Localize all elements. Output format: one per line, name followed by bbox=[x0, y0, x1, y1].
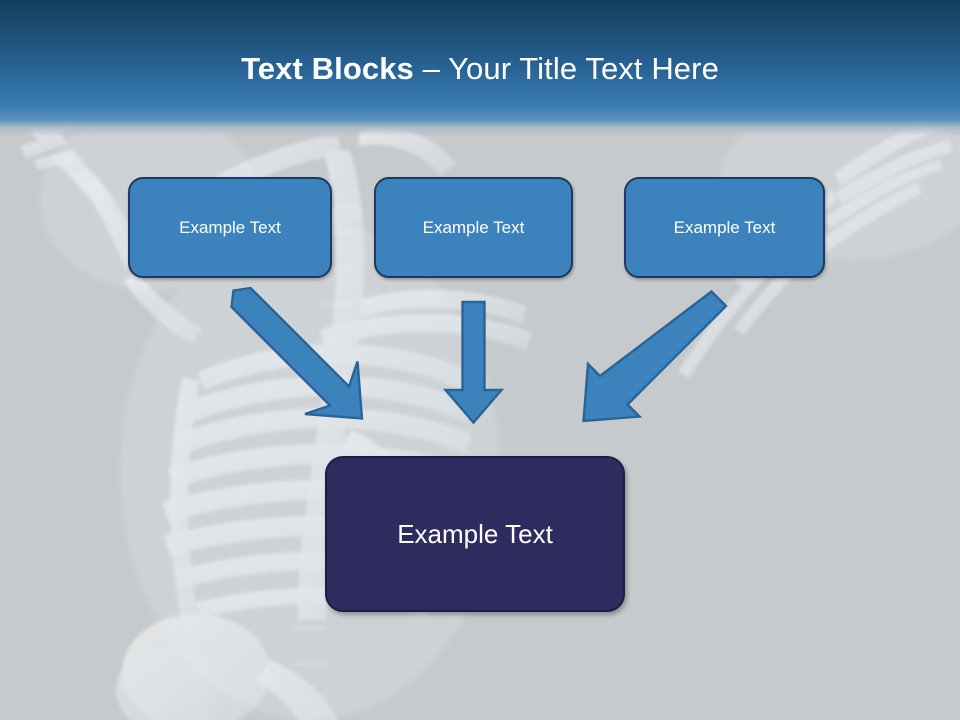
content-box-2-label: Example Text bbox=[422, 217, 525, 237]
arrow-left-diagonal bbox=[230, 286, 364, 420]
slide-title-regular: Your Title Text Here bbox=[448, 51, 719, 86]
pelvis-bones bbox=[116, 614, 338, 720]
slide-title-bold: Text Blocks bbox=[241, 51, 414, 86]
content-box-2[interactable]: Example Text bbox=[374, 177, 573, 278]
slide-title-separator: – bbox=[413, 51, 449, 86]
arrow-middle-straight bbox=[442, 300, 505, 425]
content-box-3[interactable]: Example Text bbox=[624, 177, 825, 278]
content-box-1-label: Example Text bbox=[179, 217, 281, 237]
slide-title: Text Blocks – Your Title Text Here bbox=[0, 50, 960, 88]
slide-header-band bbox=[0, 0, 960, 136]
content-box-1[interactable]: Example Text bbox=[128, 177, 332, 278]
content-box-result[interactable]: Example Text bbox=[325, 456, 625, 612]
content-box-result-label: Example Text bbox=[397, 519, 553, 549]
arrow-right-diagonal bbox=[582, 289, 728, 423]
content-box-3-label: Example Text bbox=[673, 217, 776, 237]
